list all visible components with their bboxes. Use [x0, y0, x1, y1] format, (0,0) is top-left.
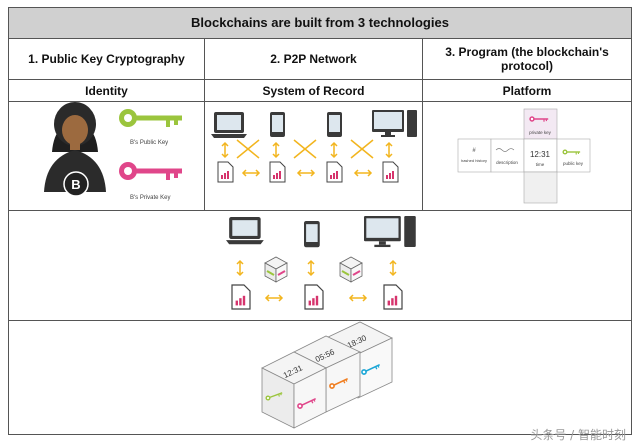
- phone-icon: [304, 221, 320, 248]
- sync-arrow: [242, 169, 260, 177]
- cross-link: [236, 139, 260, 159]
- ledger-document-icon: [304, 284, 324, 310]
- sync-arrow: [349, 294, 367, 302]
- sync-arrow: [272, 142, 280, 158]
- public-key-label: public key: [563, 161, 584, 166]
- time-label: time: [536, 162, 545, 167]
- private-key-label: private key: [529, 130, 552, 135]
- column-subheading-2: System of Record: [262, 83, 365, 98]
- p2p-network-illustration: [211, 110, 417, 183]
- sync-arrow: [354, 169, 372, 177]
- public-key-label: B's Public Key: [130, 140, 168, 146]
- column-heading-1: 1. Public Key Cryptography: [28, 51, 185, 66]
- watermark: 头条号 / 智能时刻: [530, 428, 626, 442]
- technology-table: Blockchains are built from 3 technologie…: [8, 7, 632, 435]
- column-heading-3: 3. Program (the blockchain's protocol): [445, 44, 609, 73]
- platform-illustration: private key # hashed history description…: [457, 108, 591, 204]
- column-heading-2: 2. P2P Network: [270, 51, 357, 66]
- cross-link: [293, 139, 317, 159]
- sync-arrow: [385, 142, 393, 158]
- sync-arrow: [265, 294, 283, 302]
- sync-arrow: [307, 260, 315, 276]
- ledger-document-icon: [269, 161, 286, 183]
- sync-arrow: [297, 169, 315, 177]
- laptop-icon: [211, 112, 247, 138]
- column-divider: [422, 38, 423, 210]
- column-subheading-3: Platform: [502, 83, 552, 98]
- sync-arrow: [236, 260, 244, 276]
- ledger-document-icon: [231, 284, 251, 310]
- time-value: 12:31: [530, 150, 551, 159]
- block-chain-illustration: 18:30 05:56 12:31: [261, 321, 393, 429]
- block-cube-icon: [264, 256, 288, 283]
- table-title: Blockchains are built from 3 technologie…: [9, 8, 631, 39]
- ledger-document-icon: [326, 161, 343, 183]
- desktop-icon: [364, 216, 416, 248]
- phone-icon: [270, 112, 285, 137]
- phone-icon: [327, 112, 342, 137]
- public-key-icon: [119, 109, 182, 127]
- sync-arrow: [221, 142, 229, 158]
- ledger-document-icon: [383, 284, 403, 310]
- hash-symbol: #: [472, 148, 476, 154]
- description-scribble: [495, 148, 515, 152]
- laptop-icon: [226, 217, 264, 245]
- identity-illustration: B B's Public Key B's Private Key: [44, 102, 182, 201]
- person-avatar: B: [44, 102, 106, 197]
- row-divider: [9, 320, 631, 321]
- blockchain-network-illustration: [226, 216, 416, 310]
- avatar-letter: B: [71, 177, 80, 192]
- description-label: description: [496, 160, 518, 165]
- sync-arrow: [389, 260, 397, 276]
- row-divider: [9, 101, 631, 102]
- ledger-document-icon: [382, 161, 399, 183]
- block-cube-icon: [339, 256, 363, 283]
- hashed-history-label: hashed history: [461, 158, 487, 163]
- ledger-document-icon: [217, 161, 234, 183]
- desktop-icon: [372, 110, 417, 137]
- cross-link: [350, 139, 374, 159]
- sync-arrow: [330, 142, 338, 158]
- private-key-label: B's Private Key: [130, 195, 171, 201]
- row-divider: [9, 210, 631, 211]
- column-divider: [204, 38, 205, 210]
- column-subheading-1: Identity: [85, 83, 128, 98]
- row-divider: [9, 79, 631, 80]
- private-key-icon: [119, 162, 182, 180]
